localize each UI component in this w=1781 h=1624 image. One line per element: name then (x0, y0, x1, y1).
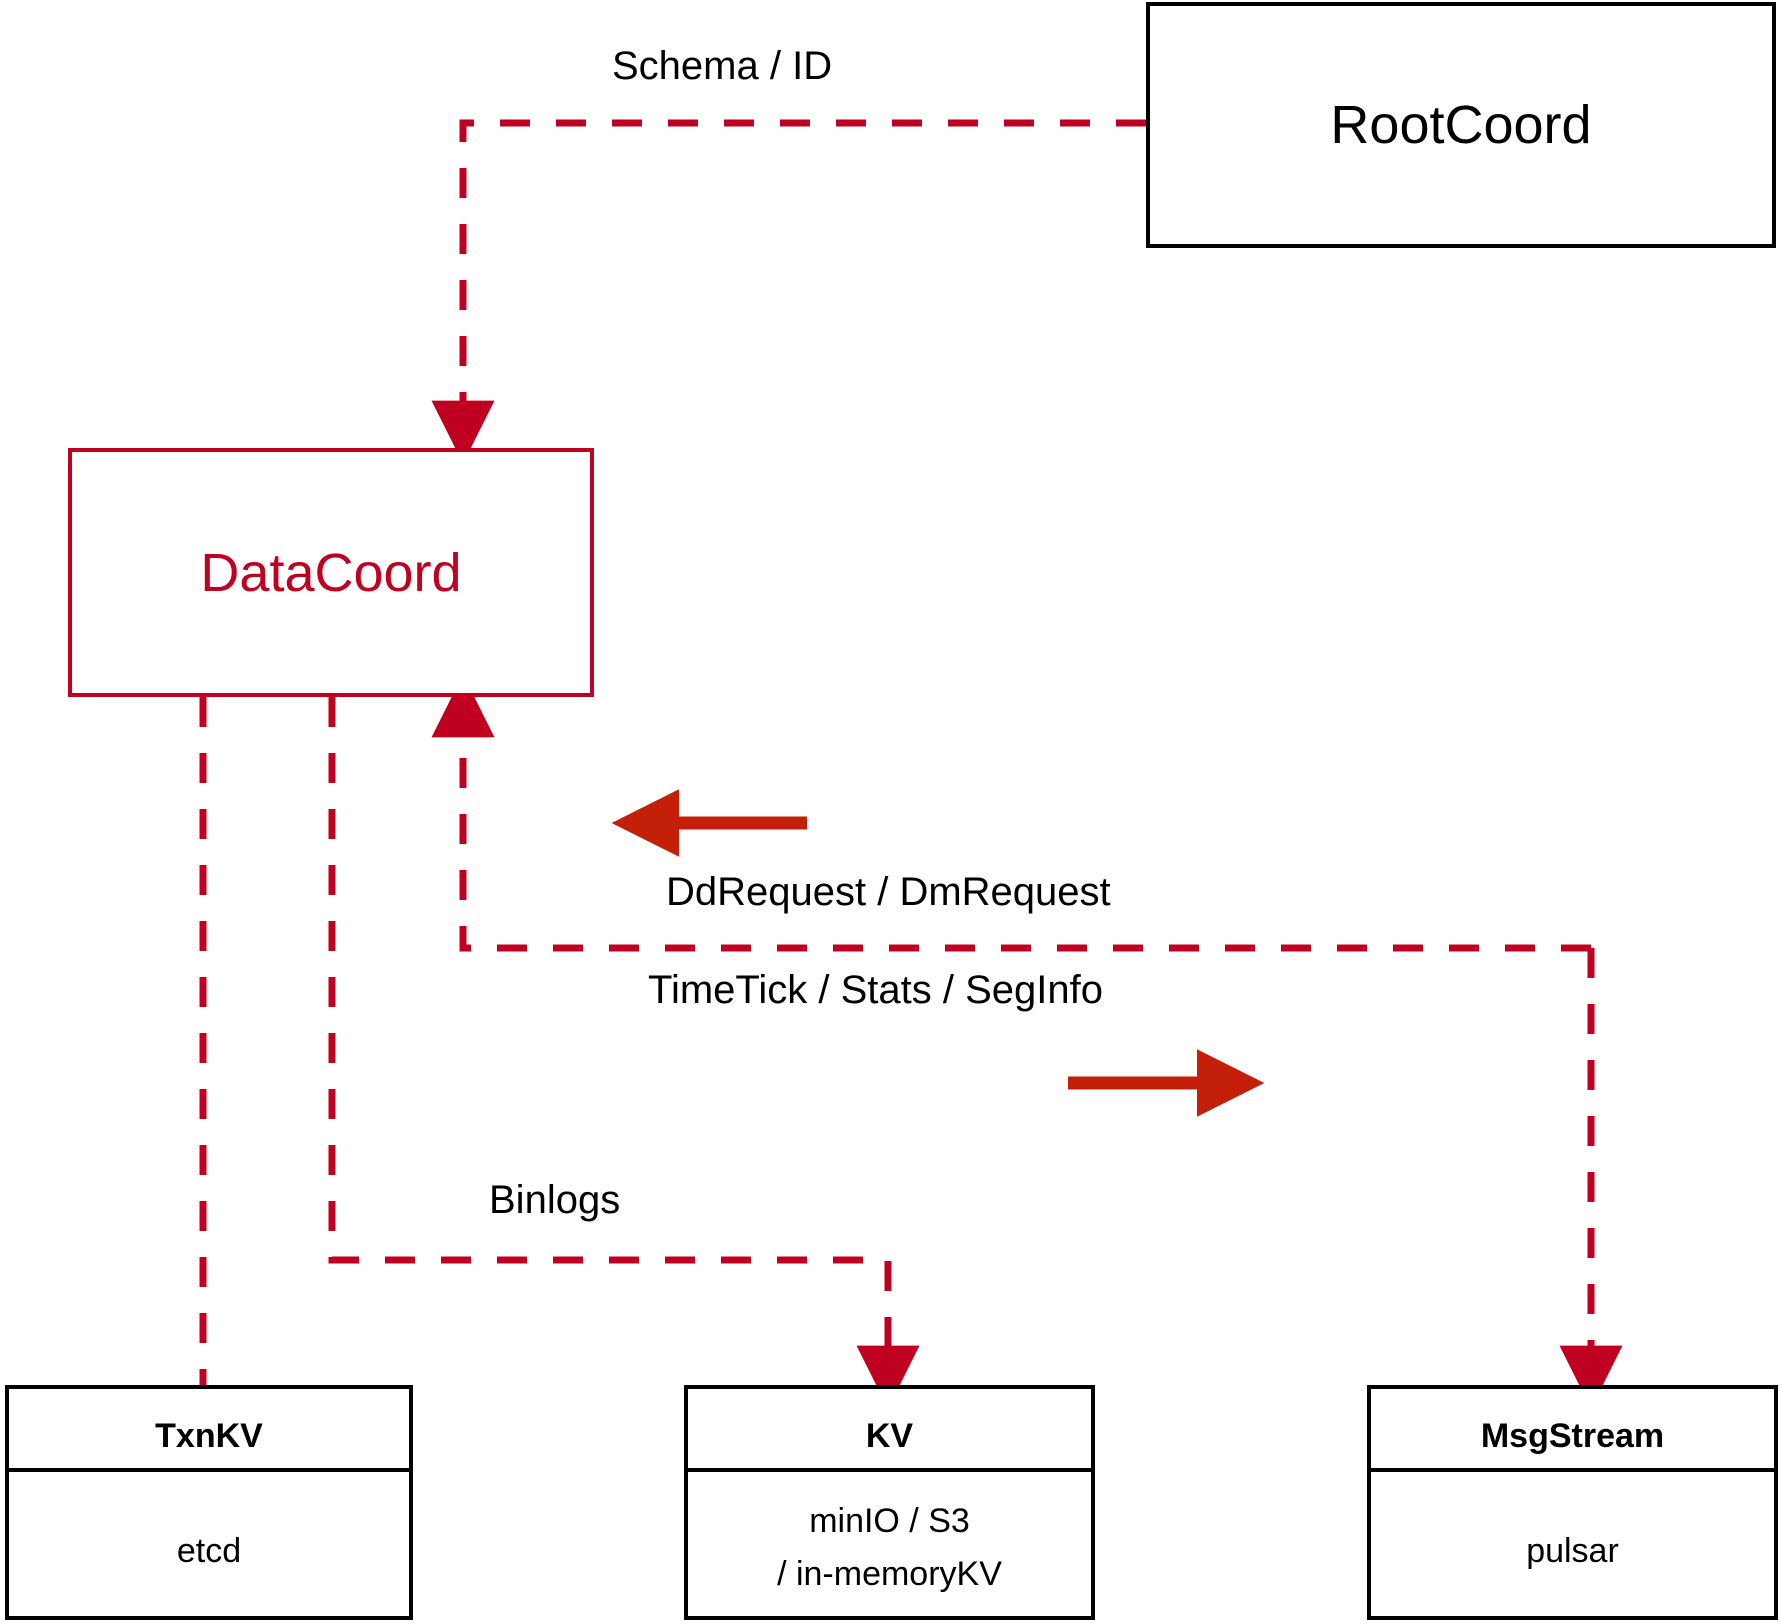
node-msgstream[interactable]: MsgStream pulsar (1367, 1385, 1778, 1620)
node-kv-divider (688, 1468, 1091, 1472)
node-txnkv-divider (9, 1468, 409, 1472)
node-txnkv-body: etcd (176, 1532, 242, 1570)
node-kv-header: KV (865, 1417, 914, 1455)
node-txnkv[interactable]: TxnKV etcd (5, 1385, 413, 1620)
node-datacoord-label: DataCoord (200, 543, 462, 603)
edge-label-schema-id: Schema / ID (612, 44, 833, 88)
edge-label-binlogs: Binlogs (489, 1178, 621, 1222)
edge-label-dd-dm-request: DdRequest / DmRequest (666, 870, 1111, 914)
node-msgstream-header: MsgStream (1480, 1417, 1665, 1455)
node-msgstream-body: pulsar (1526, 1532, 1619, 1570)
node-kv-body-line1: minIO / S3 (809, 1502, 970, 1540)
node-txnkv-header: TxnKV (155, 1417, 263, 1455)
node-kv-body-line2: / in-memoryKV (777, 1554, 1002, 1593)
node-kv-body: minIO / S3 / in-memoryKV (688, 1495, 1091, 1600)
edge-label-timetick-stats-seginfo: TimeTick / Stats / SegInfo (648, 968, 1103, 1012)
node-rootcoord[interactable]: RootCoord (1146, 2, 1776, 248)
edge-schema-id (431, 119, 1146, 464)
node-rootcoord-label: RootCoord (1330, 95, 1592, 155)
node-msgstream-divider (1371, 1468, 1774, 1472)
edge-datacoord-to-kv-binlogs (328, 697, 920, 1409)
node-datacoord[interactable]: DataCoord (68, 448, 594, 697)
node-kv[interactable]: KV minIO / S3 / in-memoryKV (684, 1385, 1095, 1620)
edge-msgstream-to-datacoord (431, 674, 1591, 952)
